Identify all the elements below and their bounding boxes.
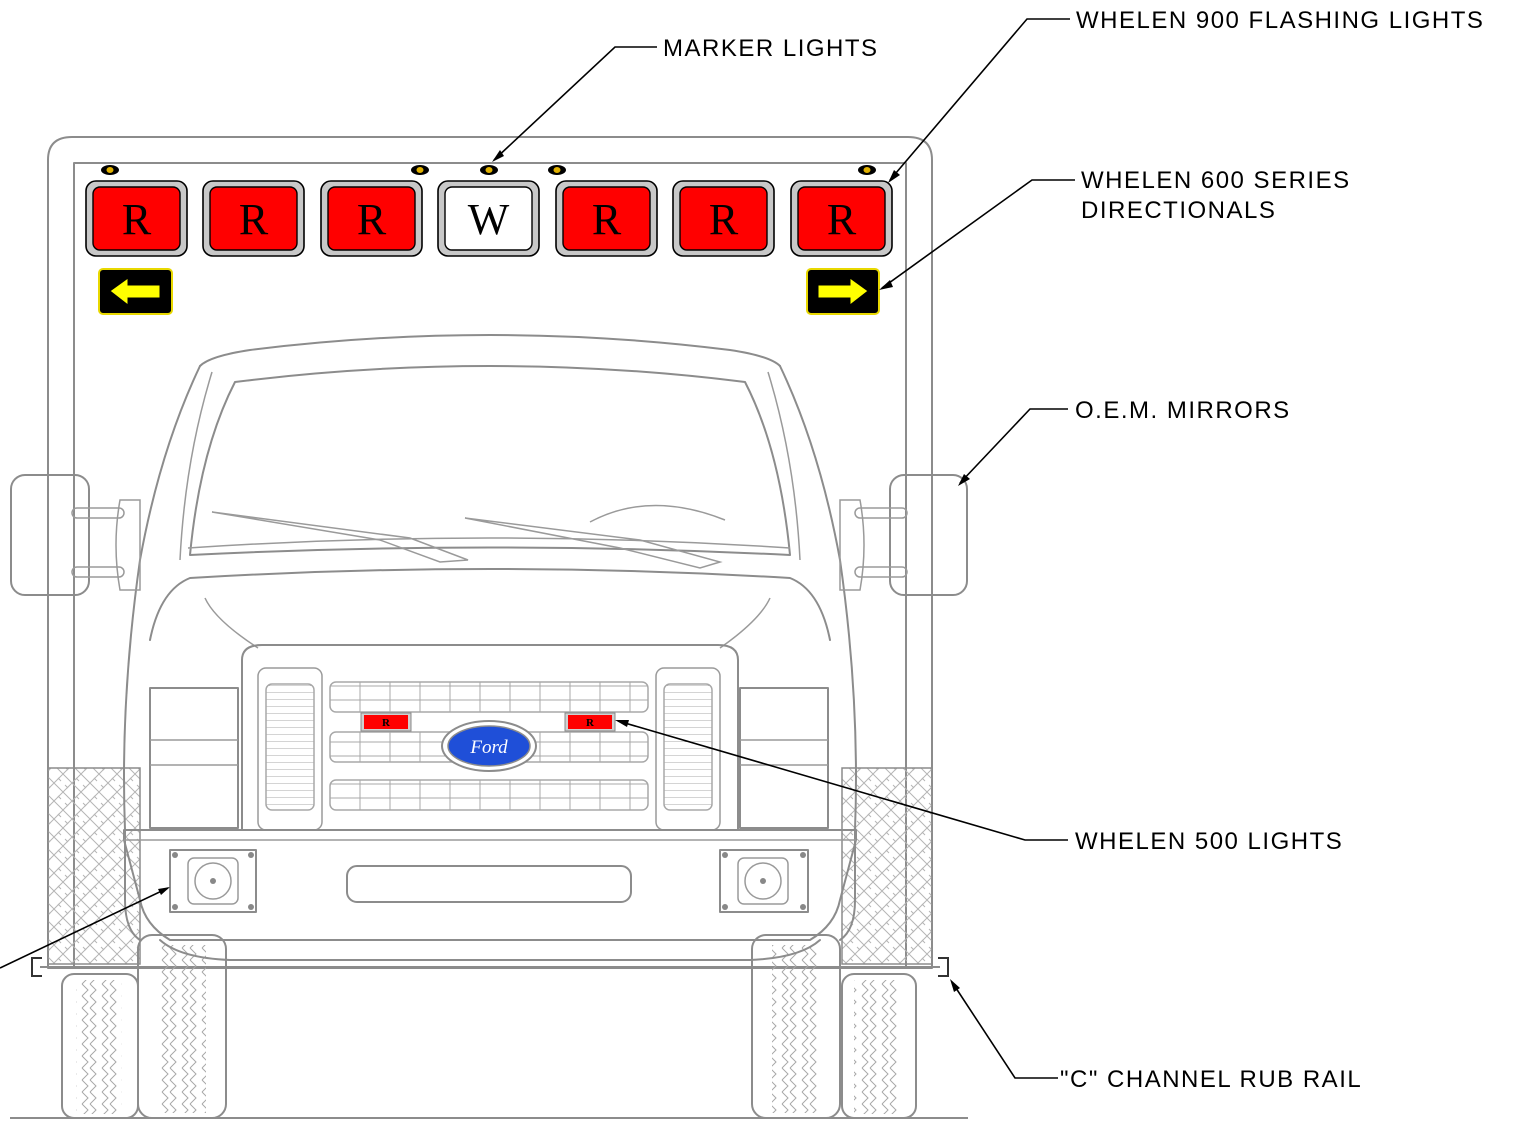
headlight-right xyxy=(739,687,829,829)
front-tire-left-tread xyxy=(158,945,206,1113)
light-bar-lens-6-letter: R xyxy=(709,195,739,244)
marker-light-5 xyxy=(858,165,876,175)
callout-whelen-500: WHELEN 500 LIGHTS xyxy=(1075,828,1343,855)
arrow-left-icon xyxy=(109,277,161,307)
arrow-right-icon xyxy=(817,277,869,307)
marker-light-2 xyxy=(411,165,429,175)
light-bar-lens-4: W xyxy=(437,180,540,257)
module-body xyxy=(47,136,933,969)
rear-tire-right xyxy=(841,973,917,1119)
windshield-inner-left xyxy=(179,371,213,561)
light-bar-lens-1-letter: R xyxy=(122,195,152,244)
rear-tire-right-tread xyxy=(854,980,900,1114)
whelen-500-left: R xyxy=(360,712,412,732)
module-front-panel xyxy=(73,162,907,969)
ford-logo: Ford xyxy=(441,720,537,772)
hood-crease-left xyxy=(204,597,259,649)
ford-logo-text: Ford xyxy=(469,737,508,758)
cab-a-pillars xyxy=(139,365,841,561)
leader-whelen-600 xyxy=(881,179,1075,289)
grille-surround xyxy=(241,644,739,831)
cab-roof xyxy=(199,334,781,367)
leader-lines xyxy=(0,18,1075,1079)
light-bar-lens-5-letter: R xyxy=(592,195,622,244)
callout-rub-rail: "C" CHANNEL RUB RAIL xyxy=(1060,1066,1362,1093)
fender-left xyxy=(123,559,141,941)
license-plate-recess xyxy=(346,865,632,903)
headlight-left xyxy=(149,687,239,829)
grille-bar-bottom xyxy=(329,779,649,811)
rub-rail-end-right xyxy=(938,957,949,977)
windshield-inner-right xyxy=(767,371,801,561)
front-tire-right xyxy=(751,934,841,1119)
leader-marker-lights xyxy=(493,46,657,161)
light-bar-lens-1: R xyxy=(85,180,188,257)
grille-side-left xyxy=(265,683,315,811)
mirror-left xyxy=(10,474,141,596)
windshield xyxy=(189,365,791,556)
whelen-500-right-letter: R xyxy=(586,717,595,729)
whelen-500-left-letter: R xyxy=(382,717,391,729)
directional-left xyxy=(98,268,173,315)
rear-tire-left-tread xyxy=(76,980,122,1114)
diamond-plate-left xyxy=(47,767,141,965)
hood xyxy=(149,568,831,641)
rub-rail-end-left xyxy=(31,957,42,977)
wiper-left xyxy=(211,511,469,563)
front-bumper xyxy=(123,829,857,941)
steering-wheel xyxy=(589,504,726,523)
marker-lights xyxy=(101,165,876,175)
callout-whelen-900: WHELEN 900 FLASHING LIGHTS xyxy=(1076,7,1484,34)
light-bar-lens-7: R xyxy=(790,180,893,257)
leader-bumper-light xyxy=(0,887,169,969)
marker-light-4 xyxy=(548,165,566,175)
hood-crease-right xyxy=(719,597,771,649)
marker-light-3 xyxy=(480,165,498,175)
dashboard-line xyxy=(187,537,791,549)
leader-whelen-900 xyxy=(889,18,1070,181)
bumper-light-right xyxy=(719,849,809,913)
front-tire-left xyxy=(137,934,227,1119)
callout-oem-mirrors: O.E.M. MIRRORS xyxy=(1075,397,1291,424)
callout-marker-lights: MARKER LIGHTS xyxy=(663,35,879,62)
light-bar-lens-6: R xyxy=(672,180,775,257)
grille-side-right xyxy=(663,683,713,811)
mirror-right xyxy=(839,474,968,596)
wiper-right xyxy=(464,517,723,569)
front-tire-right-tread xyxy=(772,945,820,1113)
light-bar-lens-2: R xyxy=(202,180,305,257)
diamond-plate-right xyxy=(841,767,933,965)
directional-right xyxy=(806,268,880,315)
light-bar-lens-3: R xyxy=(320,180,423,257)
whelen-500-right: R xyxy=(564,712,616,732)
leader-rub-rail xyxy=(951,981,1058,1079)
grille-bar-top xyxy=(329,681,649,713)
callout-whelen-600-line2: DIRECTIONALS xyxy=(1081,197,1276,224)
light-bar-lens-2-letter: R xyxy=(239,195,269,244)
leader-oem-mirrors xyxy=(959,408,1068,484)
callout-whelen-600-line1: WHELEN 600 SERIES xyxy=(1081,167,1351,194)
marker-light-1 xyxy=(101,165,119,175)
light-bar-lens-7-letter: R xyxy=(827,195,857,244)
light-bar-lens-5: R xyxy=(555,180,658,257)
fender-right xyxy=(839,559,857,941)
leader-whelen-500 xyxy=(617,720,1068,841)
bumper-light-left xyxy=(169,849,257,913)
light-bar-lens-3-letter: R xyxy=(357,195,387,244)
light-bar-lens-4-letter: W xyxy=(468,195,510,244)
